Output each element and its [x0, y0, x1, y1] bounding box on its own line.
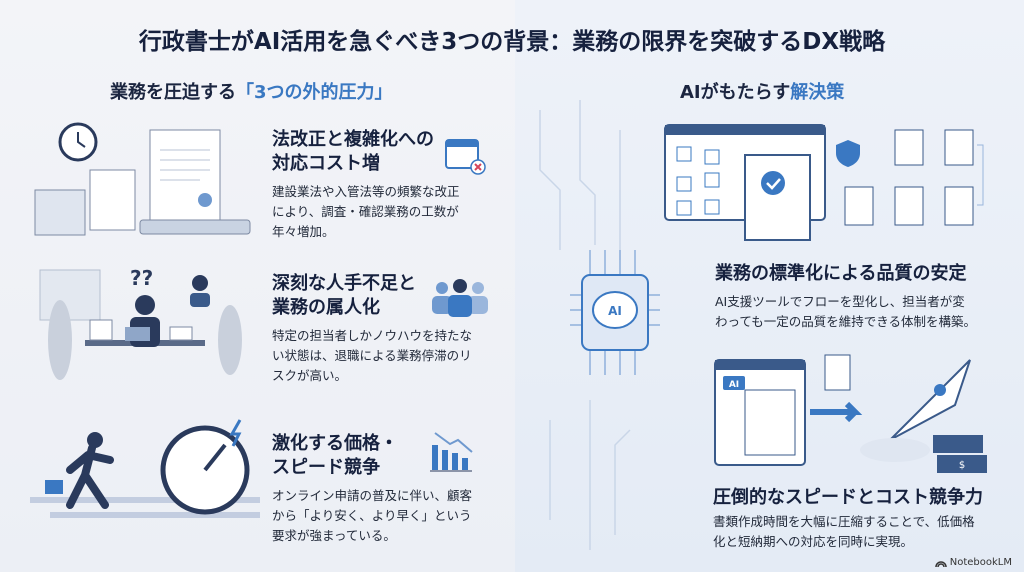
pressure-item-3: 激化する価格・ スピード競争 オンライン申請の普及に伴い、顧客 から「より安く、…	[272, 432, 472, 546]
standardized-workflow-illustration	[664, 124, 984, 241]
item-body: わっても一定の品質を維持できる体制を構築。	[715, 314, 977, 329]
item-body: 年々増加。	[272, 224, 335, 239]
item-body: 書類作成時間を大幅に圧縮することで、低価格	[713, 514, 975, 529]
item-body: から「より安く、より早く」という	[272, 508, 472, 523]
speed-rocket-illustration: AI $	[714, 354, 987, 473]
svg-text:AI: AI	[729, 380, 739, 390]
page-title: 行政書士がAI活用を急ぐべき3つの背景：業務の限界を突破するDX戦略	[138, 29, 886, 55]
notebooklm-logo: NotebookLM	[935, 557, 1012, 568]
speed-competition-illustration	[30, 419, 260, 518]
item-body: 化と短納期への対応を同時に実現。	[713, 534, 914, 549]
left-heading: 業務を圧迫する「3つの外的圧力」	[110, 78, 393, 104]
item-body: 要求が強まっている。	[272, 528, 396, 543]
pressure-item-1: 法改正と複雑化への 対応コスト増 建設業法や入管法等の頻繁な改正 により、調査・…	[272, 128, 460, 242]
right-heading-prefix: AIがもたらす	[680, 82, 791, 103]
people-icon	[432, 279, 488, 317]
law-documents-illustration	[34, 122, 251, 236]
left-heading-highlight: 「3つの外的圧力」	[236, 82, 393, 103]
notebooklm-icon	[935, 561, 947, 568]
item-title: 圧倒的なスピードとコスト競争力	[713, 487, 983, 508]
right-heading: AIがもたらす解決策	[680, 78, 844, 104]
item-title: 深刻な人手不足と	[272, 273, 416, 294]
item-body: 建設業法や入管法等の頻繁な改正	[272, 184, 460, 199]
svg-text:$: $	[959, 460, 965, 471]
right-heading-highlight: 解決策	[790, 82, 845, 103]
item-title: 対応コスト増	[272, 153, 380, 174]
circuit-lines-decoration	[539, 100, 631, 550]
brand-name: NotebookLM	[949, 557, 1012, 568]
pressure-item-2: 深刻な人手不足と 業務の属人化 特定の担当者しかノウハウを持たな い状態は、退職…	[272, 272, 472, 386]
chip-label: AI	[608, 304, 622, 318]
item-body: オンライン申請の普及に伴い、顧客	[272, 488, 473, 503]
declining-bar-chart-icon	[430, 432, 473, 472]
item-body: AI支援ツールでフローを型化し、担当者が変	[715, 294, 965, 309]
item-body: い状態は、退職による業務停滞のリ	[272, 348, 472, 363]
understaffed-office-illustration: ??	[39, 266, 242, 380]
item-title: 業務の属人化	[272, 297, 380, 318]
item-title: 業務の標準化による品質の安定	[715, 263, 967, 284]
solution-item-1: 業務の標準化による品質の安定 AI支援ツールでフローを型化し、担当者が変 わって…	[715, 262, 976, 332]
item-title: スピード競争	[272, 457, 380, 478]
solution-item-2: 圧倒的なスピードとコスト競争力 書類作成時間を大幅に圧縮することで、低価格 化と…	[713, 486, 983, 552]
left-heading-prefix: 業務を圧迫する	[110, 82, 236, 103]
item-body: 特定の担当者しかノウハウを持たな	[272, 328, 473, 343]
item-title: 法改正と複雑化への	[272, 129, 434, 150]
item-body: スクが高い。	[272, 368, 348, 383]
svg-text:??: ??	[130, 266, 153, 290]
item-body: により、調査・確認業務の工数が	[272, 204, 459, 219]
calendar-x-icon	[445, 139, 486, 175]
item-title: 激化する価格・	[272, 433, 398, 454]
ai-chip-brain-icon: AI	[570, 250, 660, 375]
